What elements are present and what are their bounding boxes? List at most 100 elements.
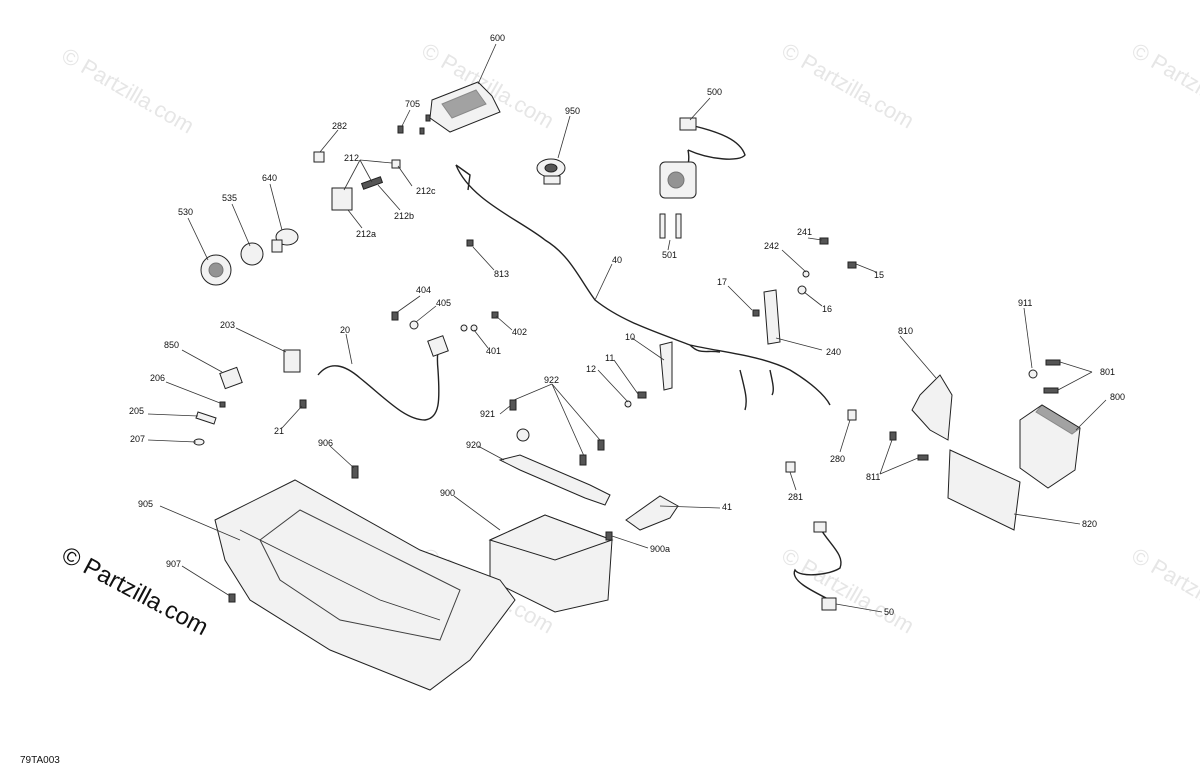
part-203-holder[interactable]	[283, 349, 301, 373]
part-401-washer[interactable]	[460, 324, 468, 332]
callout-212[interactable]: 212	[344, 153, 359, 163]
callout-212a[interactable]: 212a	[356, 229, 376, 239]
part-241-bolt[interactable]	[819, 237, 829, 245]
part-900a-screw[interactable]	[605, 531, 613, 541]
part-17-nut[interactable]	[752, 309, 760, 317]
part-11-bolt[interactable]	[637, 391, 647, 399]
callout-640[interactable]: 640	[262, 173, 277, 183]
callout-801[interactable]: 801	[1100, 367, 1115, 377]
part-500-harness[interactable]	[659, 117, 746, 199]
part-12-clip[interactable]	[624, 400, 632, 408]
callout-911[interactable]: 911	[1018, 298, 1032, 308]
callout-922[interactable]: 922	[544, 375, 559, 385]
callout-17[interactable]: 17	[717, 277, 727, 287]
callout-11[interactable]: 11	[605, 353, 614, 363]
callout-900[interactable]: 900	[440, 488, 455, 498]
callout-535[interactable]: 535	[222, 193, 237, 203]
part-40-main-harness[interactable]	[455, 164, 831, 406]
part-813-nut[interactable]	[466, 239, 474, 247]
part-900-battery[interactable]	[488, 514, 614, 613]
callout-401[interactable]: 401	[486, 346, 501, 356]
part-810-bracket[interactable]	[911, 374, 953, 441]
callout-40[interactable]: 40	[612, 255, 622, 265]
part-21-bolt[interactable]	[299, 399, 307, 409]
part-705-screw[interactable]	[397, 114, 431, 135]
part-10-bracket[interactable]	[659, 341, 673, 391]
callout-906[interactable]: 906	[318, 438, 333, 448]
part-280-grommet[interactable]	[847, 409, 857, 421]
part-800-ecu[interactable]	[1019, 404, 1081, 489]
part-41-cover[interactable]	[625, 495, 679, 531]
callout-241[interactable]: 241	[797, 227, 812, 237]
callout-530[interactable]: 530	[178, 207, 193, 217]
part-921-nut[interactable]	[516, 428, 530, 442]
callout-813[interactable]: 813	[494, 269, 509, 279]
callout-203[interactable]: 203	[220, 320, 235, 330]
callout-405[interactable]: 405	[436, 298, 451, 308]
callout-16[interactable]: 16	[822, 304, 832, 314]
callout-242[interactable]: 242	[764, 241, 779, 251]
part-640-sensor[interactable]	[271, 228, 299, 253]
part-911-nut[interactable]	[1028, 369, 1038, 379]
callout-21[interactable]: 21	[274, 426, 284, 436]
callout-12[interactable]: 12	[586, 364, 596, 374]
part-240-bracket[interactable]	[763, 289, 781, 345]
callout-206[interactable]: 206	[150, 373, 165, 383]
part-402-nut[interactable]	[491, 311, 499, 319]
callout-810[interactable]: 810	[898, 326, 913, 336]
callout-920[interactable]: 920	[466, 440, 481, 450]
callout-20[interactable]: 20	[340, 325, 350, 335]
part-811-bolt[interactable]	[889, 431, 897, 441]
part-501-pin[interactable]	[659, 213, 682, 239]
callout-900a[interactable]: 900a	[650, 544, 670, 554]
part-950-socket[interactable]	[536, 158, 566, 185]
part-535-ring[interactable]	[240, 242, 264, 266]
part-820-plate[interactable]	[947, 449, 1021, 531]
callout-207[interactable]: 207	[130, 434, 145, 444]
callout-501[interactable]: 501	[662, 250, 677, 260]
part-282-clip[interactable]	[313, 151, 325, 163]
callout-205[interactable]: 205	[129, 406, 144, 416]
part-242-washer[interactable]	[802, 270, 810, 278]
part-212-connector[interactable]	[331, 159, 401, 211]
callout-212c[interactable]: 212c	[416, 186, 436, 196]
part-922-bolt[interactable]	[509, 399, 517, 411]
part-405-nut[interactable]	[409, 320, 419, 330]
part-20-cable[interactable]	[317, 344, 441, 421]
callout-921[interactable]: 921	[480, 409, 495, 419]
part-905-tray[interactable]	[214, 479, 516, 691]
callout-281[interactable]: 281	[788, 492, 803, 502]
callout-282[interactable]: 282	[332, 121, 347, 131]
callout-10[interactable]: 10	[625, 332, 635, 342]
part-281-grommet[interactable]	[785, 461, 796, 473]
callout-240[interactable]: 240	[826, 347, 841, 357]
part-906-bolt[interactable]	[351, 465, 359, 479]
part-801-bolt[interactable]	[1045, 359, 1061, 366]
callout-907[interactable]: 907	[166, 559, 181, 569]
callout-905[interactable]: 905	[138, 499, 153, 509]
callout-600[interactable]: 600	[490, 33, 505, 43]
callout-15[interactable]: 15	[874, 270, 884, 280]
callout-820[interactable]: 820	[1082, 519, 1097, 529]
callout-402[interactable]: 402	[512, 327, 527, 337]
part-850-fuse-holder[interactable]	[219, 366, 243, 390]
part-15-bolt[interactable]	[847, 261, 857, 269]
callout-404[interactable]: 404	[416, 285, 431, 295]
callout-41[interactable]: 41	[722, 502, 732, 512]
callout-50[interactable]: 50	[884, 607, 894, 617]
callout-850[interactable]: 850	[164, 340, 179, 350]
callout-950[interactable]: 950	[565, 106, 580, 116]
part-920-holder[interactable]	[498, 454, 611, 506]
callout-212b[interactable]: 212b	[394, 211, 414, 221]
part-50-harness[interactable]	[793, 521, 842, 611]
callout-280[interactable]: 280	[830, 454, 845, 464]
callout-500[interactable]: 500	[707, 87, 722, 97]
part-404-bolt[interactable]	[391, 311, 399, 321]
part-530-light[interactable]	[200, 254, 232, 286]
part-205-terminal[interactable]	[195, 411, 217, 425]
callout-811[interactable]: 811	[866, 472, 880, 482]
callout-705[interactable]: 705	[405, 99, 420, 109]
callout-800[interactable]: 800	[1110, 392, 1125, 402]
part-907-clip[interactable]	[228, 593, 236, 603]
part-206-nut[interactable]	[219, 401, 226, 408]
